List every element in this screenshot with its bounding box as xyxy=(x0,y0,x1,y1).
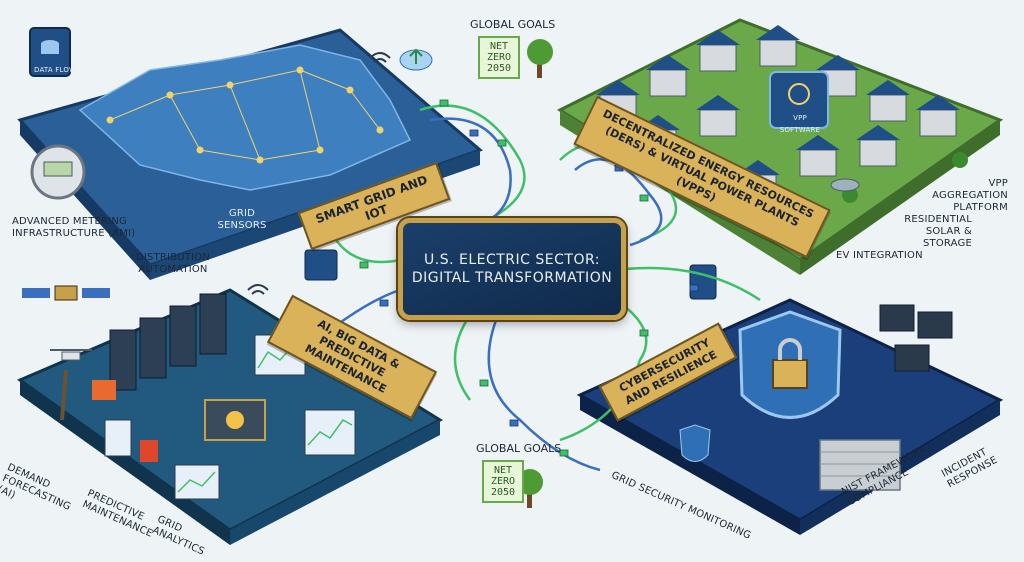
label-vpp-software: VPP Software xyxy=(779,114,821,134)
lock-shield-chip xyxy=(689,264,717,300)
firewall-wall xyxy=(819,439,901,491)
center-title-line2: Digital Transformation xyxy=(411,270,613,286)
utility-pole xyxy=(60,369,68,421)
label-ev: EV Integration xyxy=(836,250,923,261)
thermal-camera-icon xyxy=(92,380,116,400)
label-data-flow: Data Flow xyxy=(34,66,77,74)
signal-chip xyxy=(304,249,338,281)
satellite-icon xyxy=(22,285,110,301)
net-zero-line-1: NET xyxy=(493,465,513,476)
label-grid-sensors: Grid Sensors xyxy=(217,208,267,231)
label-ami: Advanced Metering Infrastructure (AMI) xyxy=(12,216,136,239)
net-zero-badge-bottom: NET ZERO 2050 xyxy=(482,460,524,503)
padlock-icon xyxy=(772,359,808,389)
center-title-box: U.S. Electric Sector: Digital Transforma… xyxy=(398,218,626,320)
wifi-icon xyxy=(247,52,391,295)
smart-meter-icon xyxy=(30,144,86,200)
check-shield-icon xyxy=(679,424,711,462)
label-residential: Residential Solar & Storage xyxy=(904,214,972,249)
vpp-software-icon xyxy=(769,71,829,129)
center-title-line1: U.S. Electric Sector: xyxy=(424,252,600,268)
label-distribution-automation: Distribution Automation xyxy=(136,252,210,275)
net-zero-badge-top: NET ZERO 2050 xyxy=(478,36,520,79)
global-goals-top: Global Goals xyxy=(470,18,556,31)
net-zero-line-2: ZERO xyxy=(490,476,516,487)
net-zero-line-3: 2050 xyxy=(490,487,516,498)
net-zero-line-3: 2050 xyxy=(486,63,512,74)
cloud-upload-icon xyxy=(399,48,433,71)
label-vpp-aggregation: VPP Aggregation Platform xyxy=(932,178,1008,213)
net-zero-line-1: NET xyxy=(489,41,509,52)
ev-car-icon xyxy=(830,178,860,192)
global-goals-bottom: Global Goals xyxy=(476,442,562,455)
drone-icon xyxy=(50,349,92,361)
net-zero-line-2: ZERO xyxy=(486,52,512,63)
heatmap-icon xyxy=(140,440,158,462)
